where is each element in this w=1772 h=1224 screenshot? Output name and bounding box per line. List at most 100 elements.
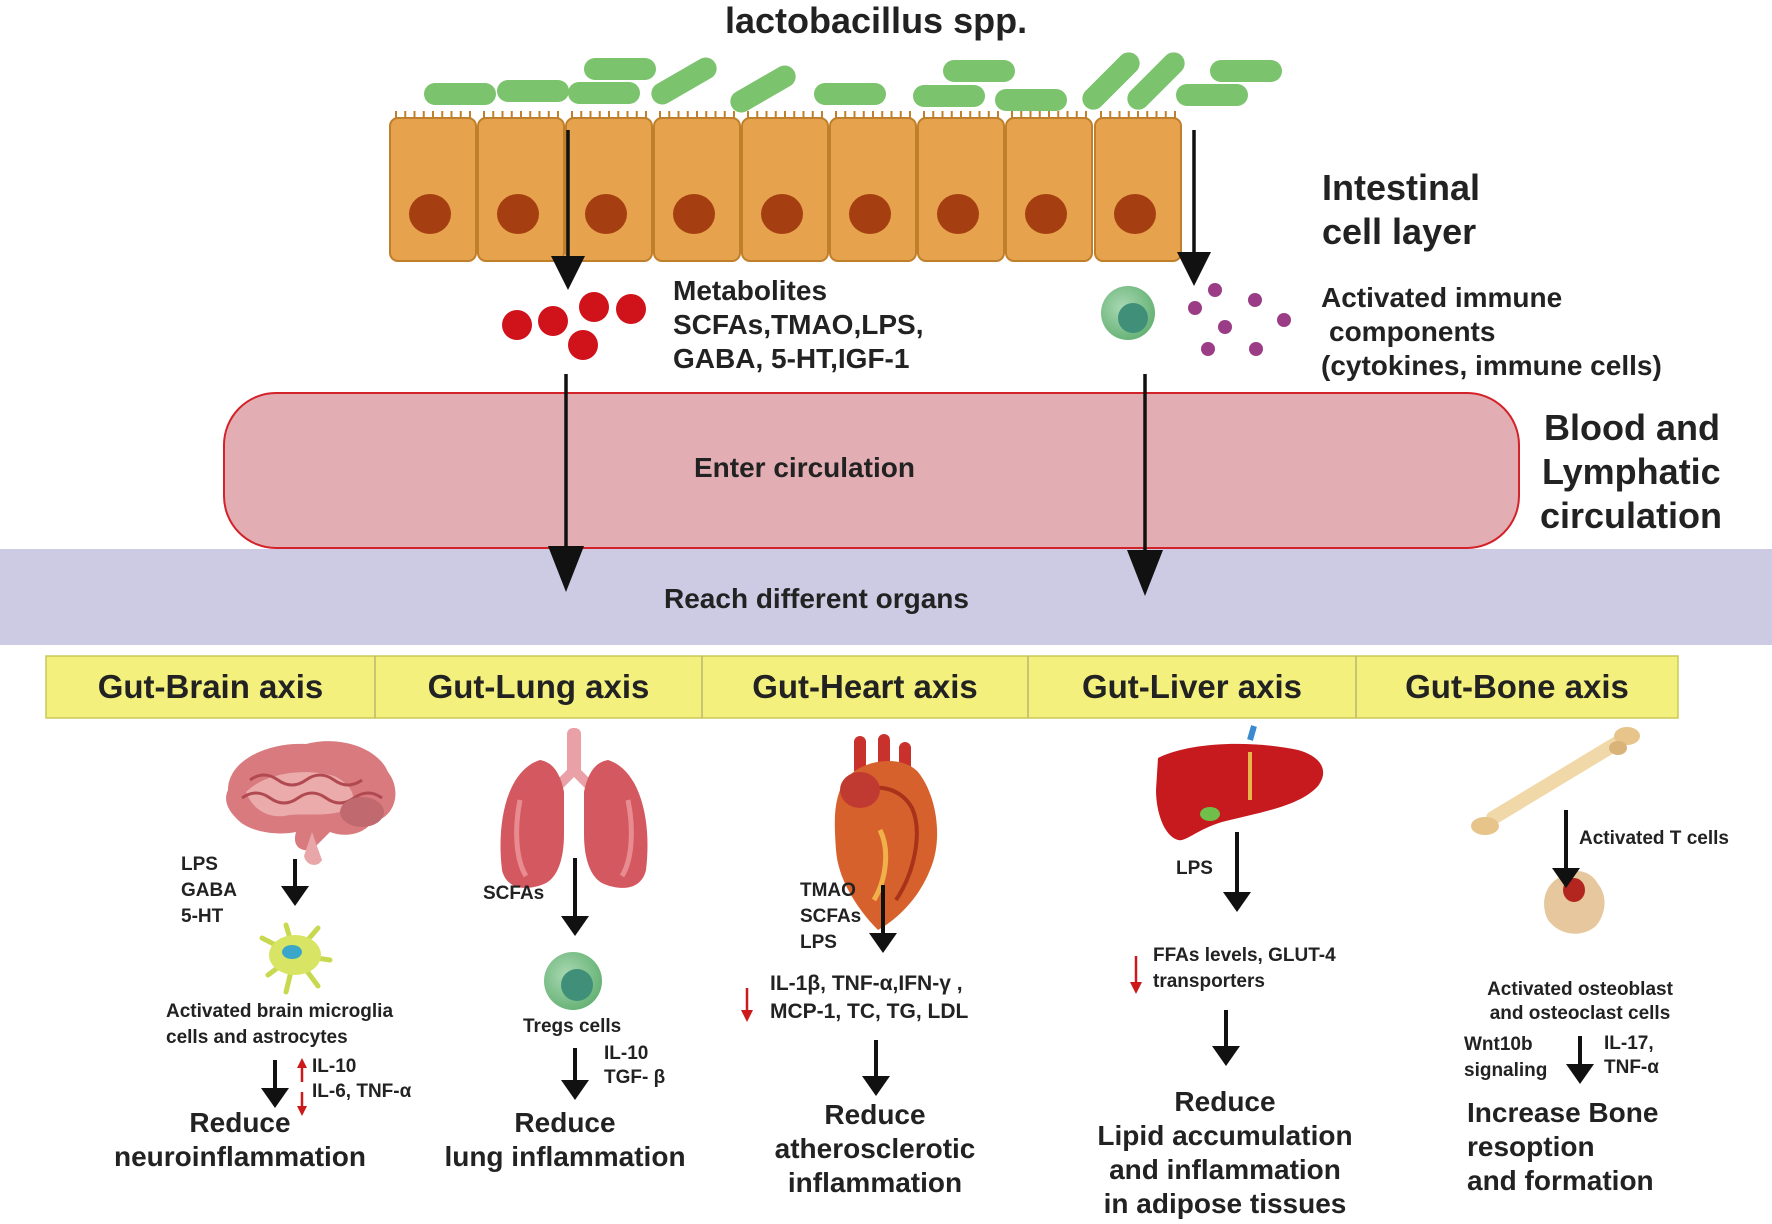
bone-image — [1471, 727, 1640, 835]
brain-outcome: Reduce neuroinflammation — [90, 1106, 390, 1174]
heart-outcome: Reduce atherosclerotic inflammation — [735, 1098, 1015, 1200]
axis-gut-bone: Gut-Bone axis — [1405, 668, 1629, 705]
liver-outcome-line-4: in adipose tissues — [1103, 1188, 1347, 1219]
heart-marker-line-1: IL-1β, TNF-α,IFN-γ , — [770, 972, 963, 995]
bone-cells-line-1: Activated osteoblast — [1487, 979, 1673, 1000]
flow-arrows — [548, 130, 1211, 596]
axis-gut-liver: Gut-Liver axis — [1081, 668, 1303, 705]
epithelial-cell — [389, 117, 477, 262]
brain-image — [226, 741, 396, 865]
cytokine-dots — [1188, 283, 1291, 356]
heart-marker-line-2: MCP-1, TC, TG, LDL — [770, 1000, 969, 1023]
bone-trigger: Activated T cells — [1579, 828, 1729, 849]
brain-cells-label: Activated brain microglia cells and astr… — [166, 999, 393, 1051]
brain-down-marker: IL-6, TNF-α — [312, 1081, 412, 1102]
metabolites-line-2: GABA, 5-HT,IGF-1 — [673, 343, 910, 374]
axis-gut-lung: Gut-Lung axis — [427, 668, 650, 705]
organ-arrows — [261, 810, 1594, 1108]
metabolites-title: Metabolites — [673, 275, 828, 306]
brain-inputs: LPS GABA 5-HT — [181, 852, 237, 930]
axis-band — [45, 655, 1679, 719]
liver-marker-line-2: transporters — [1153, 971, 1265, 992]
brain-outcome-line-2: neuroinflammation — [113, 1141, 366, 1172]
lung-outcome-line-1: Reduce — [514, 1107, 616, 1138]
bone-outcome-line-1: Increase Bone — [1467, 1097, 1659, 1128]
cell-nucleus — [409, 194, 451, 234]
bone-outcome-line-2: resoption — [1467, 1131, 1595, 1162]
immune-line-1: Activated immune — [1321, 282, 1563, 313]
liver-outcome-line-1: Reduce — [1174, 1086, 1276, 1117]
lung-input: SCFAs — [483, 883, 545, 904]
axis-dividers — [374, 656, 1357, 718]
cell-nucleus — [497, 194, 539, 234]
axis-gut-brain: Gut-Brain axis — [97, 668, 324, 705]
bacteria-group — [424, 52, 1282, 113]
lungs-image — [500, 728, 648, 888]
lung-mediator-1: IL-10 — [604, 1043, 649, 1064]
heart-outcome-line-2: atherosclerotic — [774, 1133, 976, 1164]
blood-line-2: Lymphatic — [1542, 451, 1721, 492]
lung-mediator-2: TGF- β — [604, 1067, 666, 1088]
blood-lymphatic-label: Blood and Lymphatic circulation — [1530, 406, 1770, 538]
blood-line-1: Blood and — [1544, 407, 1720, 448]
change-indicators — [297, 956, 1142, 1116]
cell-nucleus — [849, 194, 891, 234]
bone-outcome-line-3: and formation — [1467, 1165, 1654, 1196]
brain-cells-line-1: Activated brain microglia — [166, 1001, 394, 1022]
reach-organs-label: Reach different organs — [664, 583, 969, 614]
metabolites-line-1: SCFAs,TMAO,LPS, — [673, 309, 924, 340]
blood-line-3: circulation — [1540, 495, 1723, 536]
lung-cells-label: Tregs cells — [523, 1016, 622, 1037]
cell-nucleus — [761, 194, 803, 234]
brain-cells-line-2: cells and astrocytes — [166, 1027, 348, 1048]
heart-outcome-line-3: inflammation — [787, 1167, 963, 1198]
liver-input: LPS — [1176, 858, 1213, 879]
heart-inputs: TMAO SCFAs LPS — [800, 878, 861, 956]
bone-outcome: Increase Bone resoption and formation — [1467, 1096, 1658, 1198]
liver-image — [1156, 725, 1324, 841]
heart-input-2: SCFAs — [800, 906, 862, 927]
heart-input-1: TMAO — [800, 880, 856, 901]
epithelial-cell — [829, 117, 917, 262]
bone-left-line-1: Wnt10b — [1464, 1034, 1533, 1055]
bone-right-label: IL-17, TNF-α — [1604, 1032, 1659, 1080]
intestinal-layer-label: Intestinal cell layer — [1322, 166, 1480, 254]
cell-nucleus — [585, 194, 627, 234]
intestinal-cell-layer — [389, 111, 1182, 262]
liver-markers: FFAs levels, GLUT-4 transporters — [1153, 943, 1336, 995]
brain-input-1: LPS — [181, 854, 218, 875]
epithelial-cell — [1094, 117, 1182, 262]
organs-band — [0, 549, 1772, 645]
cell-nucleus — [1025, 194, 1067, 234]
epithelial-cell — [653, 117, 741, 262]
treg-cell-image — [544, 952, 602, 1010]
organism-title: lactobacillus spp. — [725, 0, 1028, 41]
immune-line-2: components — [1329, 316, 1496, 347]
lung-outcome: Reduce lung inflammation — [430, 1106, 700, 1174]
bone-left-line-2: signaling — [1464, 1060, 1548, 1081]
epithelial-cell — [741, 117, 829, 262]
bone-cells-label: Activated osteoblast and osteoclast cell… — [1460, 978, 1700, 1026]
immune-components-label: Activated immune components (cytokines, … — [1321, 281, 1662, 383]
cell-nucleus — [937, 194, 979, 234]
microglia-image — [259, 922, 333, 995]
liver-outcome-line-3: and inflammation — [1109, 1154, 1341, 1185]
enter-circulation-label: Enter circulation — [694, 452, 915, 483]
immune-line-3: (cytokines, immune cells) — [1321, 350, 1662, 381]
epithelial-cell — [1005, 117, 1093, 262]
bone-right-line-1: IL-17, — [1604, 1033, 1654, 1054]
axis-gut-heart: Gut-Heart axis — [752, 668, 978, 705]
liver-marker-line-1: FFAs levels, GLUT-4 — [1153, 945, 1336, 966]
brain-input-2: GABA — [181, 880, 237, 901]
intestinal-line-1: Intestinal — [1322, 167, 1481, 208]
epithelial-cell — [565, 117, 653, 262]
liver-outcome: Reduce Lipid accumulation and inflammati… — [1075, 1085, 1375, 1221]
heart-outcome-line-1: Reduce — [824, 1099, 926, 1130]
intestinal-line-2: cell layer — [1322, 211, 1477, 252]
bone-right-line-2: TNF-α — [1604, 1057, 1659, 1078]
epithelial-cell — [477, 117, 565, 262]
liver-outcome-line-2: Lipid accumulation — [1097, 1120, 1353, 1151]
immune-cell — [1101, 286, 1155, 340]
